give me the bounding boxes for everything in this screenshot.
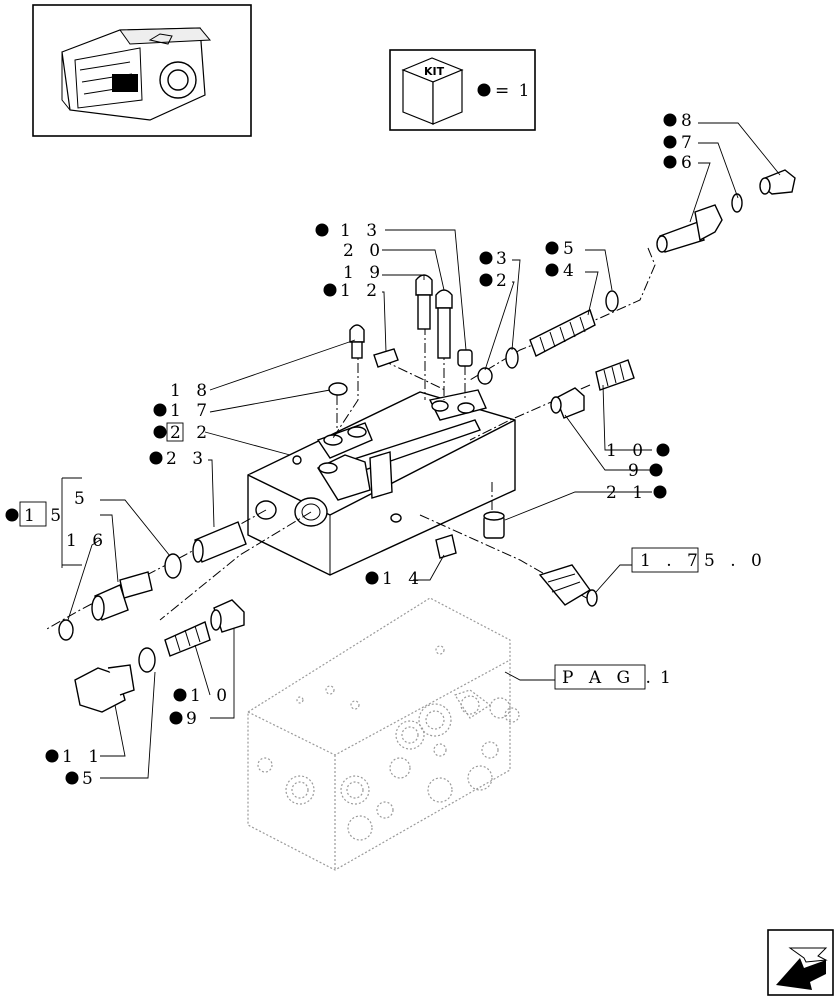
callouts: 8 7 6 1 3 2 0 1 9 1 2 3 2 5 4 1 8 1 7 2 … — [19, 111, 697, 789]
kit-dot-icon — [169, 711, 183, 725]
tractor-thumbnail-icon — [61, 27, 212, 121]
sleeve-23 — [192, 521, 247, 563]
fitting-6 — [656, 204, 723, 253]
plug-11 — [74, 664, 135, 713]
callout-14: 1 4 — [382, 569, 424, 589]
callout-5a: 5 — [563, 239, 579, 259]
spring-10-right — [595, 359, 635, 391]
callout-16: 1 6 — [66, 531, 108, 551]
bolt-19 — [415, 274, 433, 330]
washer-2 — [477, 367, 493, 385]
kit-dot-icon — [153, 425, 167, 439]
callout-11: 1 1 — [62, 747, 104, 767]
kit-dot-icon — [479, 273, 493, 287]
seal-16 — [58, 619, 74, 641]
valve-body-ghost — [247, 597, 520, 871]
kit-dot-icon — [323, 283, 337, 297]
callout-7: 7 — [681, 133, 697, 153]
kit-dot-icon — [653, 485, 667, 499]
callout-6: 6 — [681, 153, 697, 173]
kit-dot-icon — [315, 223, 329, 237]
leader-lines — [61, 122, 781, 779]
callout-10-right: 1 0 — [606, 441, 648, 461]
reference-175[interactable]: 1 . 7 5 . 0 — [631, 547, 767, 573]
grub-screw-13 — [457, 349, 473, 367]
seal-5-top — [605, 290, 619, 312]
seal-3 — [505, 347, 519, 369]
bolt-20 — [435, 289, 453, 359]
callout-9-right: 9 — [628, 461, 644, 481]
fitting-15 — [91, 571, 153, 621]
parts — [58, 169, 796, 713]
callout-20: 2 0 — [343, 241, 385, 261]
reference-pag-box-text: P A G . — [562, 668, 656, 688]
callout-22-group: 2 2 — [166, 422, 212, 443]
pin-12 — [373, 348, 399, 368]
callout-dots — [5, 113, 677, 785]
callout-22: 2 2 — [170, 423, 212, 443]
thumbnail-frame — [32, 4, 252, 137]
callout-4: 4 — [563, 261, 579, 281]
kit-dot-icon — [479, 251, 493, 265]
piston-9-left — [210, 599, 245, 633]
kit-dot-icon — [477, 83, 491, 97]
sensor-175 — [538, 564, 598, 607]
kit-dot-icon — [173, 688, 187, 702]
kit-cube-icon — [401, 57, 464, 125]
callout-23: 2 3 — [166, 449, 208, 469]
callout-15-group: 1 5 — [19, 501, 66, 527]
kit-dot-icon — [65, 771, 79, 785]
kit-dot-icon — [663, 113, 677, 127]
kit-dot-icon — [649, 463, 663, 477]
next-page-arrow-icon[interactable] — [767, 929, 834, 996]
callout-21: 2 1 — [606, 483, 648, 503]
callout-18: 1 8 — [170, 381, 212, 401]
kit-dot-icon — [149, 451, 163, 465]
kit-dot-icon — [545, 263, 559, 277]
kit-dot-icon — [45, 749, 59, 763]
kit-dot-icon — [365, 571, 379, 585]
kit-equals-text: = 1 — [495, 81, 531, 101]
plug-8 — [759, 169, 796, 195]
callout-2: 2 — [496, 271, 512, 291]
kit-dot-icon — [153, 403, 167, 417]
reference-pag-tail-text: 1 — [660, 668, 676, 688]
callout-15: 1 5 — [24, 506, 66, 526]
seal-5-lower — [138, 647, 156, 673]
callout-3: 3 — [496, 249, 512, 269]
callout-9-left: 9 — [186, 709, 202, 729]
spring-4 — [529, 309, 596, 357]
callout-5-lower: 5 — [82, 769, 98, 789]
kit-dot-icon — [545, 241, 559, 255]
callout-19: 1 9 — [343, 263, 385, 283]
plug-21 — [483, 511, 505, 539]
callout-13: 1 3 — [340, 221, 382, 241]
kit-legend: KIT = 1 — [389, 49, 536, 131]
reference-pag[interactable]: P A G . 1 — [554, 664, 676, 690]
reference-175-box-text: 1 . 7 — [640, 551, 703, 571]
seal-7 — [731, 193, 743, 213]
valve-block — [247, 389, 516, 576]
reference-175-tail-text: 5 . 0 — [704, 551, 767, 571]
pin-14 — [435, 534, 457, 559]
seal-5-left — [164, 553, 182, 579]
callout-12: 1 2 — [340, 281, 382, 301]
kit-dot-icon — [656, 443, 670, 457]
spring-10-left — [164, 621, 211, 657]
kit-dot-icon — [5, 508, 19, 522]
kit-dot-icon — [663, 155, 677, 169]
screw-18 — [349, 324, 365, 359]
piston-9-right — [550, 387, 585, 419]
oring-17 — [328, 382, 348, 396]
callout-5-left: 5 — [74, 489, 90, 509]
kit-dot-icon — [663, 135, 677, 149]
callout-8: 8 — [681, 111, 697, 131]
callout-10-left: 1 0 — [190, 686, 232, 706]
kit-label: KIT — [424, 65, 445, 78]
callout-17: 1 7 — [170, 401, 212, 421]
